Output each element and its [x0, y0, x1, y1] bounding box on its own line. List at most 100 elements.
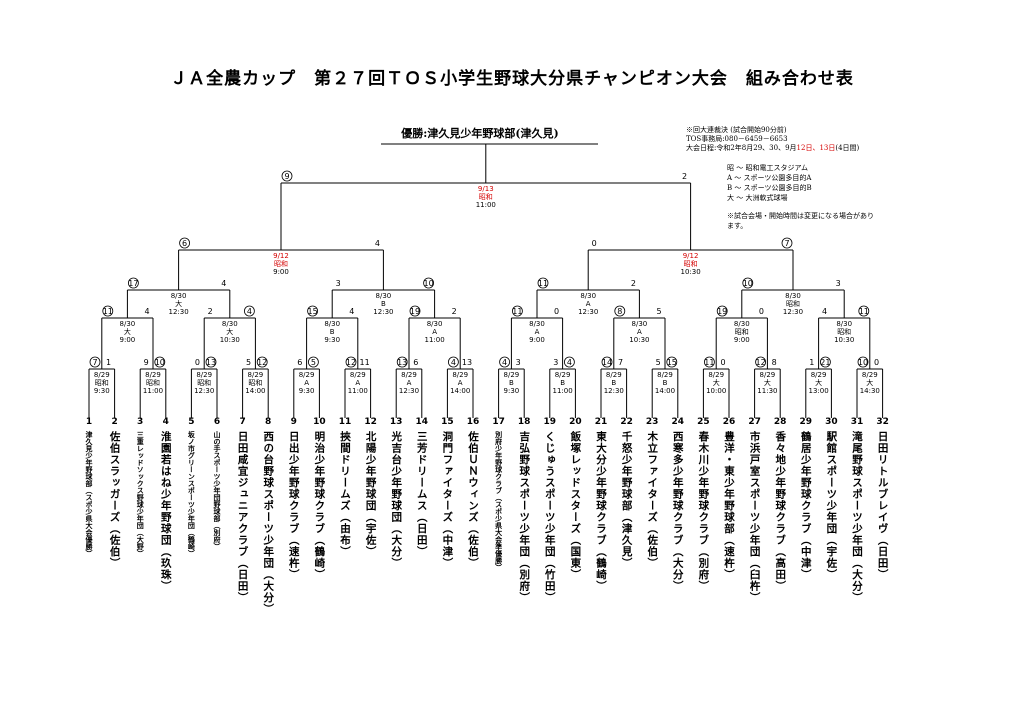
match-time: 10:30	[834, 336, 854, 344]
score: 4	[502, 358, 507, 367]
score: 0	[874, 358, 879, 367]
team-number: 23	[645, 417, 659, 427]
score: 4	[375, 239, 380, 248]
match-venue: 昭和	[95, 378, 109, 387]
team-number: 18	[517, 417, 531, 427]
team-name: 滝尾野球スポーツ少年団（大分）	[851, 431, 863, 604]
match-time: 12:30	[604, 387, 624, 395]
team-name: 市浜戸室スポーツ少年団（臼杵）	[748, 431, 761, 604]
match-venue: B	[663, 379, 668, 387]
match-venue: 昭和	[735, 327, 749, 336]
match-time: 11:00	[348, 387, 368, 395]
match-date: 8/30	[427, 320, 443, 328]
match-time: 9:00	[273, 268, 289, 276]
match-time: 14:00	[655, 387, 675, 395]
match-time: 13:00	[809, 387, 829, 395]
team-name: 鶴居少年野球クラブ（中津）	[799, 431, 812, 581]
match-venue: 昭和	[197, 378, 211, 387]
score: 3	[553, 358, 558, 367]
team-number: 5	[188, 417, 195, 427]
score-circle	[89, 356, 101, 368]
team-number: 17	[492, 417, 505, 427]
score: 15	[667, 358, 677, 367]
score: 2	[452, 307, 457, 316]
match-time: 9:30	[504, 387, 520, 395]
match-time: 12:30	[578, 308, 598, 316]
match-venue: B	[381, 300, 386, 308]
match-time: 11:30	[757, 387, 777, 395]
score-circle	[256, 356, 268, 368]
match-date: 8/29	[862, 371, 878, 379]
score: 3	[516, 358, 521, 367]
score: 3	[836, 279, 841, 288]
team-name: 三芳ドリームス（日田）	[415, 431, 428, 558]
match-time: 11:00	[425, 336, 445, 344]
score-circle	[564, 356, 575, 368]
page-title: ＪＡ全農カップ 第２７回ＴＯＳ小学生野球大分県チャンピオン大会 組み合わせ表	[170, 69, 854, 89]
match-venue: A	[304, 379, 309, 387]
team-number: 6	[213, 417, 221, 427]
team-name: 飯塚レッドスターズ（国東）	[569, 431, 582, 581]
score: 0	[195, 358, 200, 367]
match-time: 11:00	[143, 387, 163, 395]
team-number: 11	[338, 417, 352, 427]
score: 15	[308, 307, 318, 316]
match-time: 9:30	[324, 336, 340, 344]
score: 4	[247, 307, 252, 316]
team-name: 明治少年野球クラブ（鶴崎）	[313, 431, 326, 581]
team-number: 16	[466, 417, 480, 427]
team-number: 21	[594, 417, 608, 427]
team-name: 北陽少年野球団（宇佐）	[364, 431, 377, 558]
score-circle	[409, 305, 421, 317]
match-date: 8/29	[657, 371, 673, 379]
score-circle	[512, 305, 523, 317]
score-circle	[154, 356, 166, 368]
score: 4	[567, 358, 572, 367]
team-name: 光吉台少年野球団（大分）	[390, 431, 403, 569]
team-name: 佐伯スラッガーズ（佐伯）	[108, 431, 121, 569]
match-date: 8/30	[529, 320, 545, 328]
match-time: 12:30	[169, 308, 189, 316]
team-number: 20	[569, 417, 582, 427]
info-line-2: TOS事務局:080－6459－6653	[686, 135, 788, 143]
score: 10	[424, 279, 434, 288]
match-date: 8/30	[376, 292, 392, 300]
score: 19	[717, 307, 727, 316]
match-venue: 大	[713, 378, 720, 387]
score: 12	[257, 358, 267, 367]
score: 12	[756, 358, 766, 367]
match-venue: A	[637, 328, 642, 336]
match-venue: 昭和	[786, 299, 800, 308]
match-venue: A	[432, 328, 437, 336]
tournament-info: ※回大連裁決 (試合開始90分前) TOS事務局:080－6459－6653 大…	[686, 126, 859, 153]
team-number: 14	[415, 417, 429, 427]
match-venue: 昭和	[274, 259, 288, 268]
team-name: 木立ファイターズ（佐伯）	[646, 431, 659, 569]
team-name: 日田リトルブレイヴ（日田）	[876, 431, 889, 581]
match-time: 10:30	[220, 336, 240, 344]
score: 11	[512, 307, 522, 316]
match-time: 12:30	[194, 387, 214, 395]
score-circle	[345, 356, 357, 368]
match-time: 12:30	[399, 387, 419, 395]
score: 19	[410, 307, 420, 316]
match-date: 8/29	[94, 371, 110, 379]
team-name: 淮園若はね少年野球団（玖珠）	[159, 431, 172, 592]
score-circle	[243, 305, 255, 317]
match-date: 9/12	[683, 252, 699, 260]
team-name: 西の台野球スポーツ少年団（大分）	[262, 431, 275, 615]
match-date: 8/29	[811, 371, 827, 379]
match-venue: B	[560, 379, 565, 387]
score: 5	[656, 358, 661, 367]
